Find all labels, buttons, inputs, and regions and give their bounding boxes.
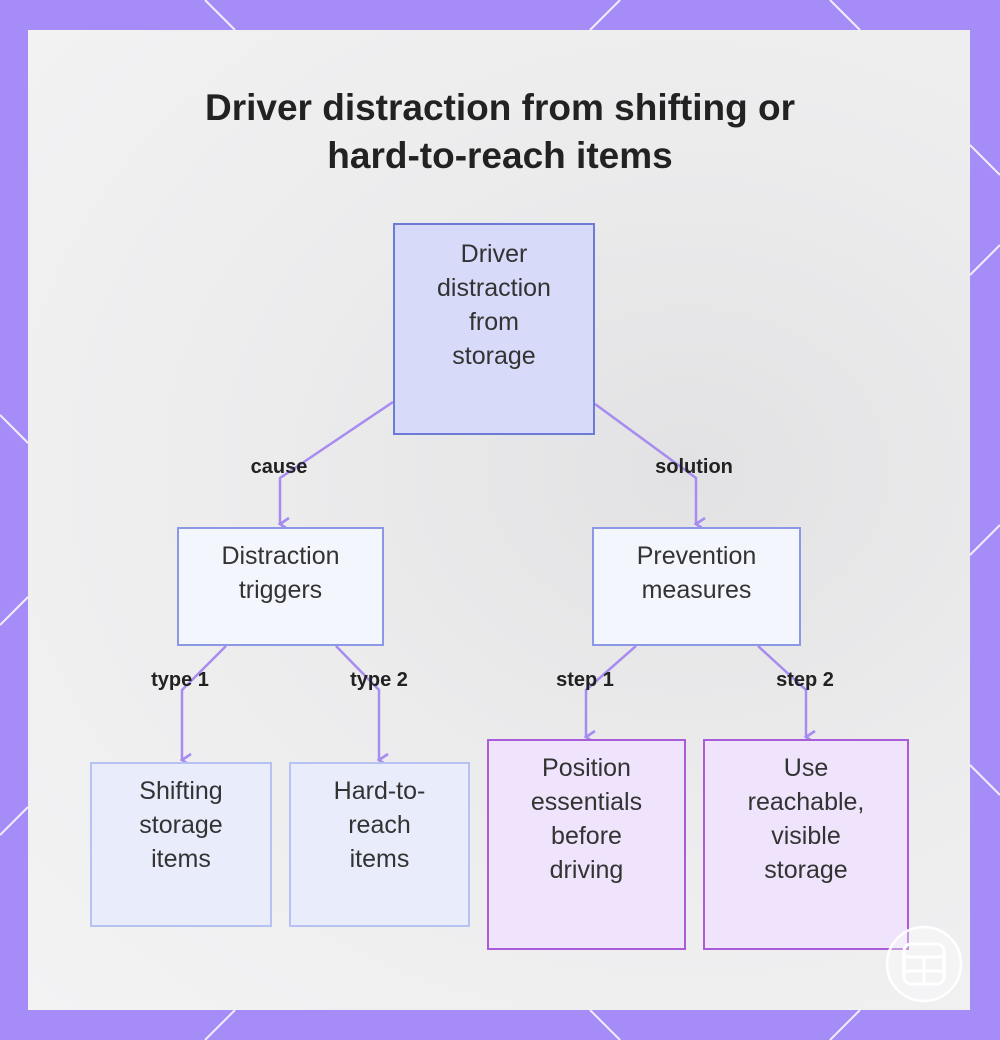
page-title: Driver distraction from shifting or hard… bbox=[0, 84, 1000, 180]
node-driver-distraction: Driver distraction from storage bbox=[393, 223, 595, 435]
node-text: storage bbox=[139, 811, 223, 839]
node-text: reach bbox=[348, 811, 411, 839]
node-text: Prevention bbox=[636, 542, 757, 570]
node-text: storage bbox=[764, 856, 848, 884]
node-text: Use bbox=[783, 754, 829, 782]
node-hard-to-reach-items: Hard-to- reach items bbox=[289, 762, 470, 927]
node-prevention-measures: Prevention measures bbox=[592, 527, 801, 646]
node-text: essentials bbox=[530, 788, 643, 816]
node-text: reachable, bbox=[747, 788, 865, 816]
node-use-reachable-storage: Use reachable, visible storage bbox=[703, 739, 909, 950]
node-text: Hard-to- bbox=[333, 777, 426, 805]
edge-label-type2: type 2 bbox=[350, 669, 408, 691]
node-text: before bbox=[551, 822, 622, 850]
node-text: driving bbox=[549, 856, 624, 884]
node-text: Distraction bbox=[221, 542, 340, 570]
edge-label-type1: type 1 bbox=[151, 669, 209, 691]
node-text: Shifting bbox=[139, 777, 223, 805]
edge-label-solution: solution bbox=[655, 456, 733, 478]
grid-logo-icon bbox=[885, 925, 963, 1003]
node-text: triggers bbox=[238, 576, 323, 604]
title-line-2: hard-to-reach items bbox=[327, 135, 673, 176]
edge-label-step2: step 2 bbox=[776, 669, 834, 691]
node-text: measures bbox=[641, 576, 752, 604]
node-text: items bbox=[349, 845, 410, 873]
node-text: distraction bbox=[437, 274, 551, 302]
node-text: visible bbox=[771, 822, 841, 850]
node-text: storage bbox=[452, 342, 536, 370]
node-distraction-triggers: Distraction triggers bbox=[177, 527, 384, 646]
node-text: Position bbox=[542, 754, 631, 782]
node-text: from bbox=[468, 308, 519, 336]
node-position-essentials: Position essentials before driving bbox=[487, 739, 686, 950]
title-line-1: Driver distraction from shifting or bbox=[204, 87, 795, 128]
node-text: items bbox=[151, 845, 211, 873]
edge-label-step1: step 1 bbox=[556, 669, 614, 691]
edge-label-cause: cause bbox=[250, 456, 308, 478]
node-shifting-storage-items: Shifting storage items bbox=[90, 762, 272, 927]
node-text: Driver bbox=[460, 240, 528, 268]
